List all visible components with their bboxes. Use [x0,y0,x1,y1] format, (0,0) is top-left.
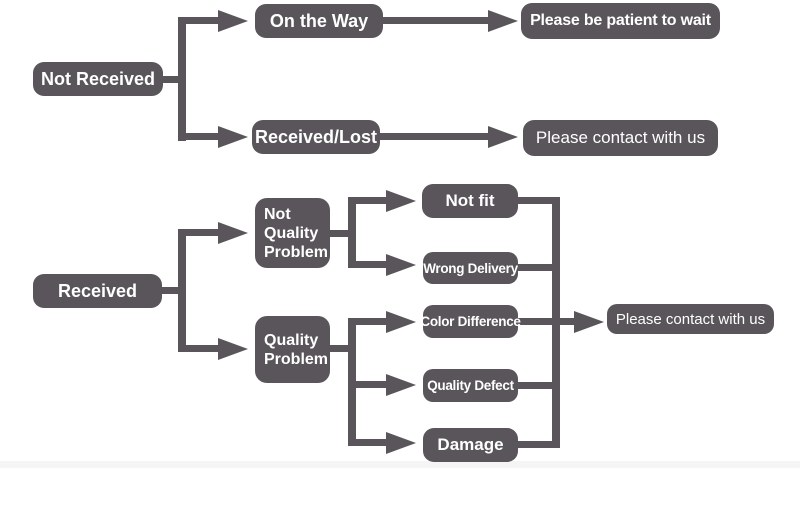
arrowhead-contact-top-icon [488,126,518,148]
connector-wrong-delivery-out [518,264,560,271]
connector-color-difference-out [518,318,560,325]
connector-collector-vertical [552,197,560,448]
node-on-the-way: On the Way [255,4,383,38]
node-received: Received [33,274,162,308]
connector-damage-out [518,441,560,448]
connector-not-received-vertical [178,17,186,141]
connector-received-vertical [178,229,186,352]
background-band [0,461,800,468]
arrowhead-final-icon [574,311,604,333]
connector-received-lost-shaft [178,133,218,140]
connector-qp-stub [330,345,356,352]
connector-quality-shaft [178,345,218,352]
arrowhead-not-quality-icon [218,222,248,244]
connector-received-stub [162,287,180,294]
node-wrong-delivery: Wrong Delivery [423,252,518,284]
connector-wrong-delivery-shaft [356,261,386,268]
connector-damage-shaft [356,439,386,446]
connector-final-shaft [560,318,574,325]
connector-nqp-vertical [348,197,356,268]
node-please-be-patient: Please be patient to wait [521,3,720,39]
arrowhead-wait-icon [488,10,518,32]
node-contact-us-bottom: Please contact with us [607,304,774,334]
connector-nqp-stub [330,230,356,237]
node-color-difference: Color Difference [420,305,521,338]
node-not-received: Not Received [33,62,163,96]
arrowhead-wrong-delivery-icon [386,254,416,276]
connector-quality-defect-out [518,382,560,389]
node-contact-us-top: Please contact with us [523,120,718,156]
arrowhead-color-difference-icon [386,311,416,333]
node-quality-defect: Quality Defect [423,369,518,402]
arrowhead-on-the-way-icon [218,10,248,32]
connector-quality-defect-shaft [356,381,386,388]
arrowhead-damage-icon [386,432,416,454]
connector-contact-top-shaft [380,133,488,140]
connector-not-fit-out [518,197,560,204]
arrowhead-quality-defect-icon [386,374,416,396]
connector-not-fit-shaft [356,197,386,204]
connector-wait-shaft [383,17,488,24]
connector-not-received-stub [162,76,180,83]
node-quality-problem: Quality Problem [255,316,330,383]
node-received-lost: Received/Lost [252,120,380,154]
node-not-quality-problem: Not Quality Problem [255,198,330,268]
arrowhead-not-fit-icon [386,190,416,212]
arrowhead-quality-icon [218,338,248,360]
arrowhead-received-lost-icon [218,126,248,148]
connector-color-difference-shaft [356,318,386,325]
connector-not-quality-shaft [178,229,218,236]
node-damage: Damage [423,428,518,462]
connector-qp-vertical [348,318,356,446]
node-not-fit: Not fit [422,184,518,218]
connector-on-the-way-shaft [178,17,218,24]
